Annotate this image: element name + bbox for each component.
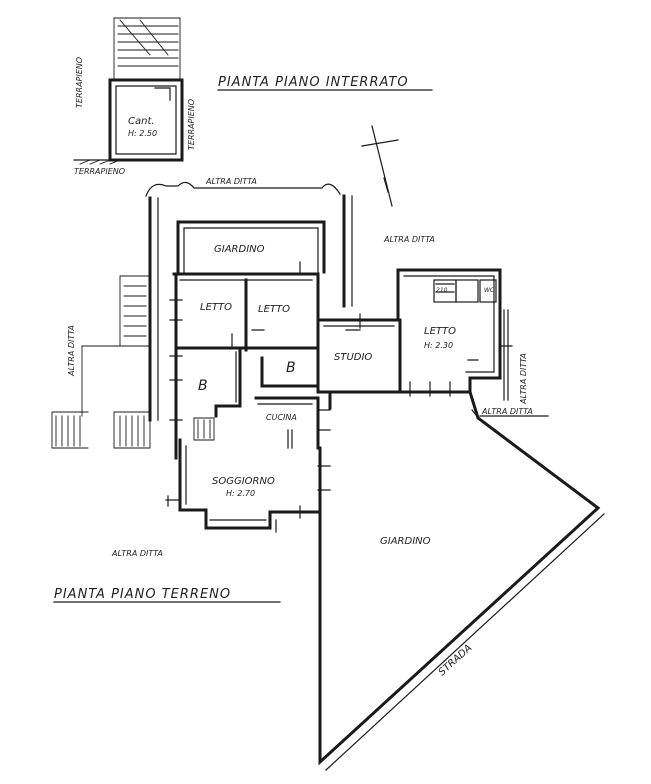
neighbor-label-altra-ditta-top: ALTRA DITTA <box>205 177 257 186</box>
left-lower-railings <box>51 411 215 449</box>
ground-floor-plan: GIARDINO LETTO LETTO B B STUDIO LETTO H:… <box>51 177 605 771</box>
neighbor-label-altra-ditta-right: ALTRA DITTA <box>519 353 528 405</box>
strada-line <box>325 513 605 771</box>
basement-label-terrapieno-right: TERRAPIENO <box>187 99 196 150</box>
giardino-top-enclosure <box>176 220 326 274</box>
ground-plan-title: PIANTA PIANO TERRENO <box>54 587 231 602</box>
cabinet-label-1: 210 <box>436 287 448 294</box>
basement-plan-title: PIANTA PIANO INTERRATO <box>218 75 409 90</box>
basement-room-name: Cant. <box>128 116 155 127</box>
wardrobe-cabinets <box>433 279 497 303</box>
basement-cellar-room <box>108 78 184 162</box>
room-label-letto-3-height: H: 2.30 <box>424 341 453 350</box>
break-line-top <box>145 181 341 197</box>
opening-ticks <box>169 261 513 533</box>
basement-stair <box>113 17 181 81</box>
right-neighbor-wall <box>503 309 509 401</box>
neighbor-label-altra-ditta-left: ALTRA DITTA <box>67 325 76 377</box>
room-label-cucina: CUCINA <box>266 413 297 422</box>
room-label-bagno-1: B <box>198 378 208 394</box>
basement-label-terrapieno-left: TERRAPIENO <box>75 57 84 108</box>
north-arrow-icon <box>361 125 399 207</box>
room-label-letto-1: LETTO <box>200 302 232 313</box>
room-label-giardino-main: GIARDINO <box>380 536 431 547</box>
house-outline <box>172 268 502 410</box>
strada-label: STRADA <box>437 643 475 679</box>
room-label-studio: STUDIO <box>334 352 372 363</box>
cabinet-label-2: WC <box>484 287 495 294</box>
wall-bagno-2 <box>260 356 320 388</box>
basement-inner-wall <box>115 85 177 155</box>
basement-plan: Cant. H: 2.50 TERRAPIENO TERRAPIENO TERR… <box>73 17 196 176</box>
wall-soggiorno <box>178 438 322 530</box>
neighbor-label-altra-ditta-bottom: ALTRA DITTA <box>111 549 163 558</box>
room-label-letto-2: LETTO <box>258 304 290 315</box>
left-neighbor-stair <box>81 275 151 417</box>
basement-room-height: H: 2.50 <box>128 129 157 138</box>
wall-studio <box>316 318 402 394</box>
neighbor-label-altra-ditta-right-top: ALTRA DITTA <box>383 235 435 244</box>
room-label-letto-3: LETTO <box>424 326 456 337</box>
wall-cucina <box>254 396 320 450</box>
room-label-giardino-top: GIARDINO <box>214 244 265 255</box>
room-label-soggiorno-height: H: 2.70 <box>226 489 255 498</box>
giardino-boundary <box>318 390 601 766</box>
basement-label-terrapieno-bottom: TERRAPIENO <box>74 167 125 176</box>
room-label-soggiorno: SOGGIORNO <box>212 476 275 487</box>
room-label-bagno-2: B <box>286 360 296 376</box>
wall-bagno-1 <box>214 346 242 418</box>
neighbor-label-altra-ditta-right-low: ALTRA DITTA <box>481 407 533 416</box>
